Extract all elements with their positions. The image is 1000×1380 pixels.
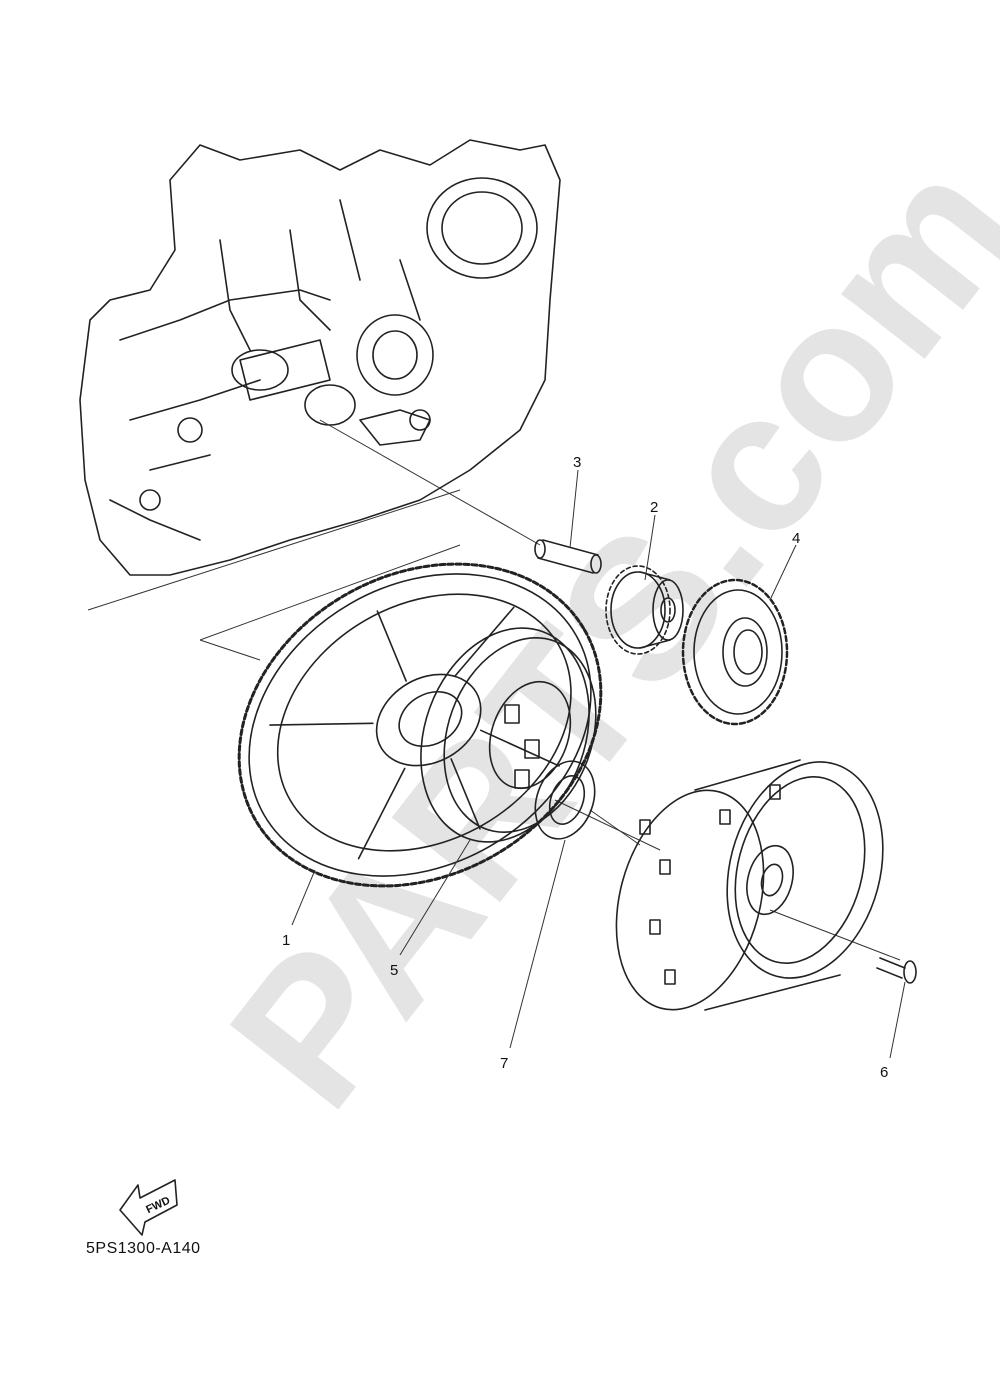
- part-3-pin: [534, 539, 602, 574]
- callout-4: 4: [792, 530, 800, 547]
- part-4-gear: [681, 578, 789, 726]
- leader-lines: [87, 419, 901, 961]
- part-7-washer: [534, 760, 596, 840]
- callout-2: 2: [650, 499, 658, 516]
- part-rotor-flywheel: [615, 759, 884, 1011]
- callouts: 1 2 3 4 5 6 7: [282, 454, 906, 1081]
- fwd-arrow-icon: FWD: [119, 1179, 178, 1236]
- callout-3: 3: [573, 454, 581, 471]
- part-1-ring-gear: [237, 562, 603, 888]
- svg-text:FWD: FWD: [144, 1195, 172, 1216]
- part-5-starter-clutch: [420, 627, 597, 843]
- callout-7: 7: [500, 1055, 508, 1072]
- part-6-bolt: [876, 957, 917, 984]
- engine-crankcase: [79, 139, 561, 576]
- callout-1: 1: [282, 932, 290, 949]
- part-2-gear: [605, 565, 684, 655]
- callout-6: 6: [880, 1064, 888, 1081]
- diagram-code: 5PS1300-A140: [86, 1240, 201, 1257]
- callout-5: 5: [390, 962, 398, 979]
